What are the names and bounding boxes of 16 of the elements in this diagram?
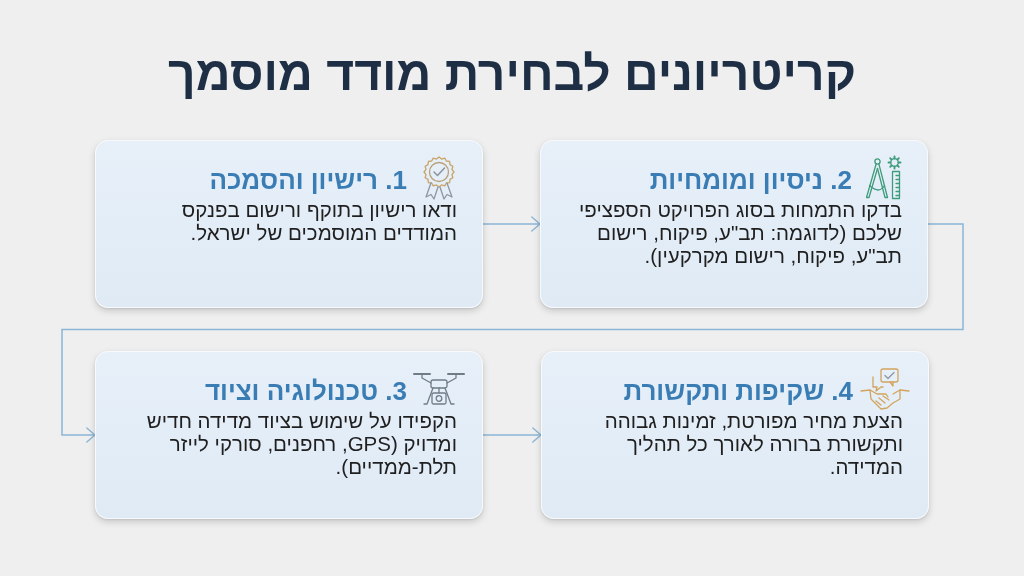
card (95, 140, 483, 308)
card-heading: 4. שקיפות ותקשורת (623, 376, 853, 406)
arrow (482, 427, 542, 443)
card-heading: 2. ניסיון ומומחיות (649, 165, 852, 195)
card-text: הצעת מחיר מפורטת, זמינות גבוהה ותקשורת ברורה לאורך כל תהליך המדידה. (603, 409, 903, 478)
card-heading: 1. רישיון והסמכה (209, 165, 407, 195)
card (95, 351, 483, 519)
card-text: הקפידו על שימוש בציוד מדידה חדיש ומדויק (GPS, רחפנים, סורקי לייזר תלת-ממדיים). (145, 409, 457, 478)
card (540, 140, 928, 308)
card-heading: 3. טכנולוגיה וציוד (204, 376, 407, 406)
arrow (61, 223, 964, 443)
card-text: ודאו רישיון בתוקף ורישום בפנקס המודדים המוסמכים של ישראל. (180, 198, 457, 244)
title: קריטריונים לבחירת מודד מוסמך (167, 46, 857, 102)
arrow (482, 216, 541, 232)
card-text: בדקו התמחות בסוג הפרויקט הספציפי שלכם (לדוגמה: תב"ע, פיקוח, רישום תב"ע, פיקוח, רישום מקרקעין). (578, 198, 902, 267)
card (541, 351, 929, 519)
